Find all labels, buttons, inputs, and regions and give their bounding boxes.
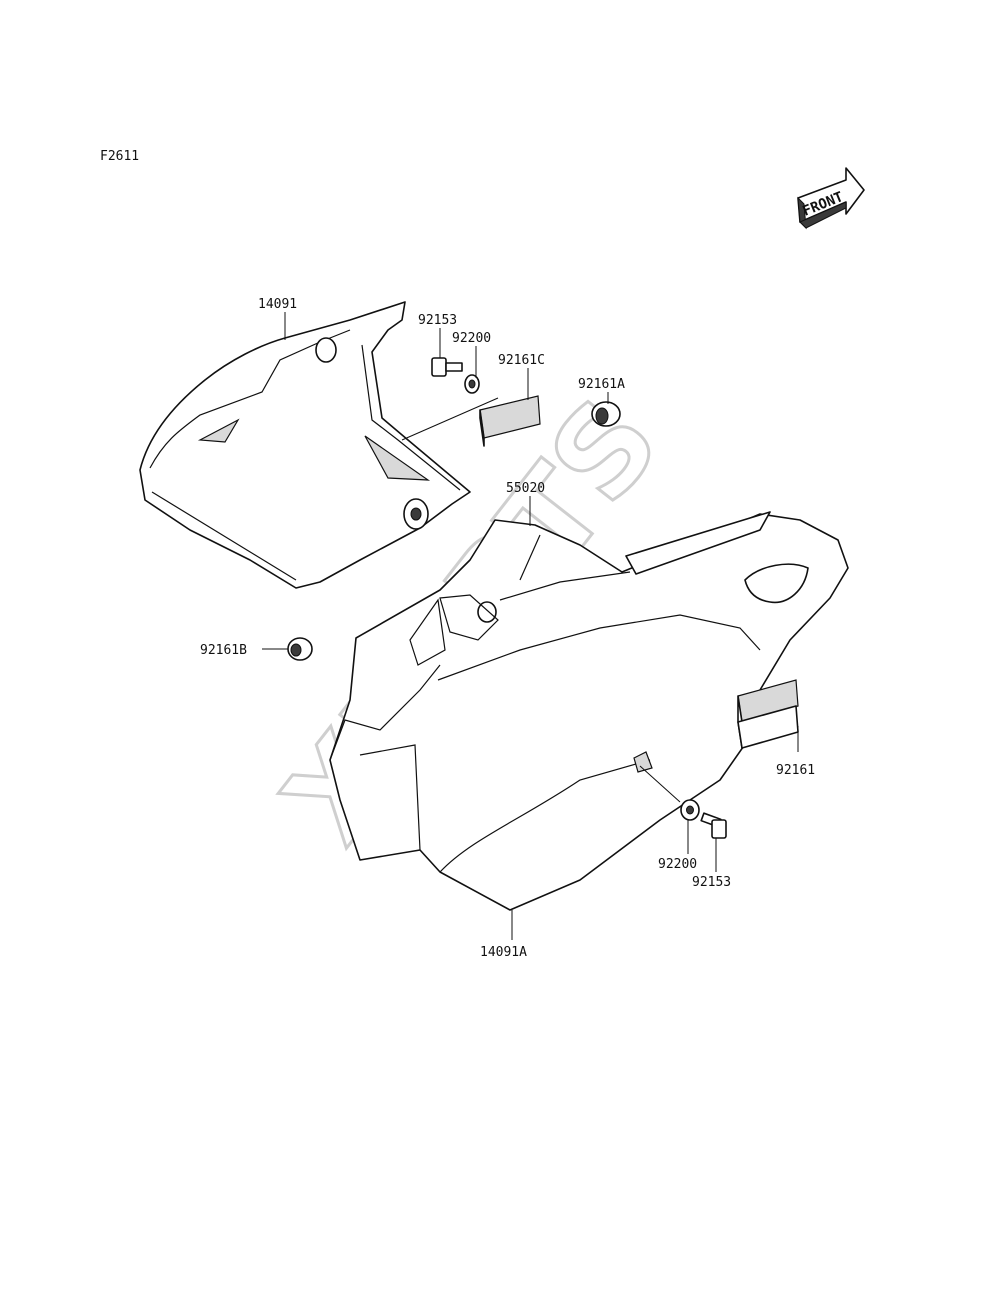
label-92161c: 92161C (498, 353, 545, 368)
grommet-b-icon (287, 637, 313, 661)
label-14091a: 14091A (480, 945, 527, 960)
label-14091: 14091 (258, 297, 297, 312)
label-92161b: 92161B (200, 643, 247, 658)
pad-92161c-icon (479, 395, 541, 447)
label-92153-bot: 92153 (692, 875, 731, 890)
label-92161: 92161 (776, 763, 815, 778)
leader-lines (262, 312, 799, 940)
side-cover-main (329, 511, 849, 911)
front-arrow-icon: FRONT (797, 167, 865, 230)
bolt-icon (431, 357, 463, 377)
bolt-bottom-icon (700, 812, 727, 839)
label-92200-top: 92200 (452, 331, 491, 346)
washer-icon (464, 374, 480, 394)
label-92200-bot: 92200 (658, 857, 697, 872)
part-labels: 14091 92153 92200 92161C 92161A 55020 92… (200, 297, 815, 960)
label-92153-top: 92153 (418, 313, 457, 328)
label-92161a: 92161A (578, 377, 625, 392)
side-cover-upper (139, 301, 499, 589)
figure-code: F2611 (100, 149, 139, 164)
grommet-icon (591, 401, 621, 427)
washer-bottom-icon (680, 799, 700, 821)
label-55020: 55020 (506, 481, 545, 496)
